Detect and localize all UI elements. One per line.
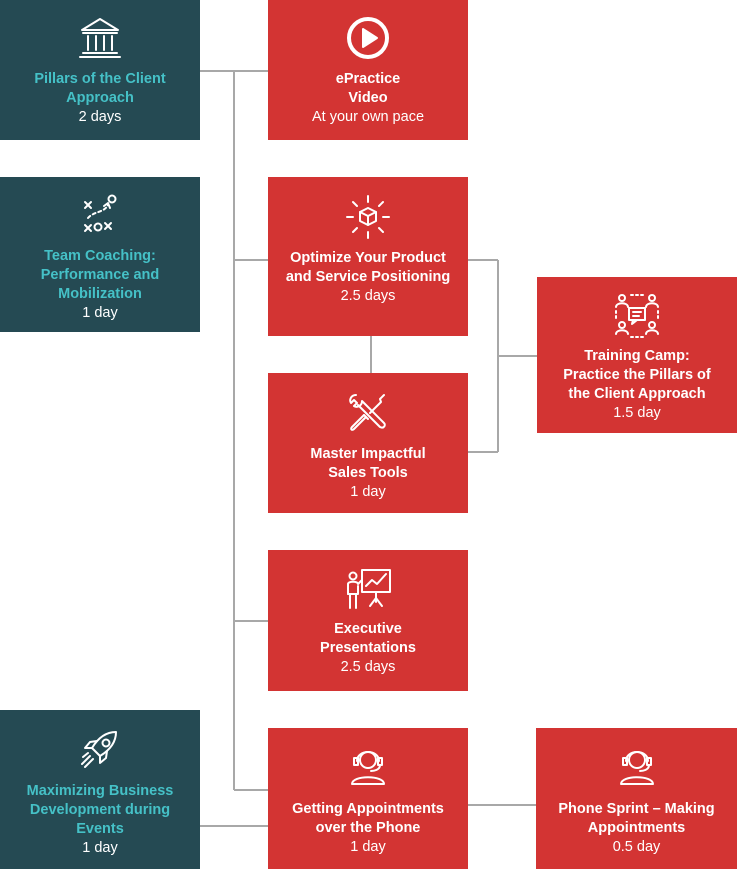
box-master-sales-tools: Master Impactful Sales Tools 1 day [268,373,468,513]
box-duration: 2 days [78,109,122,125]
box-duration: 0.5 day [612,839,661,855]
box-duration: 1 day [82,840,118,856]
box-duration: 2.5 days [340,659,396,675]
box-title: Optimize Your Product and Service Positi… [285,250,451,285]
box-pillars-of-client-approach: Pillars of the Client Approach 2 days [0,0,200,140]
tools-icon [349,394,386,431]
box-title: Maximizing Business Development during E… [26,783,174,837]
box-duration: 1 day [82,305,118,321]
box-title: Team Coaching: Performance and Mobilizat… [40,248,160,302]
box-title: ePractice Video [335,71,401,106]
presenter-icon [347,569,391,609]
box-title: Phone Sprint – Making Appointments [558,801,715,836]
box-optimize-positioning: Optimize Your Product and Service Positi… [268,177,468,336]
box-duration: 2.5 days [340,288,396,304]
box-duration: 1 day [350,839,386,855]
box-duration: 1.5 day [613,405,661,421]
play-button-icon [347,17,389,59]
headset-agent-icon [351,751,385,785]
box-title: Master Impactful Sales Tools [310,446,426,481]
box-phone-sprint: Phone Sprint – Making Appointments 0.5 d… [536,728,737,869]
box-executive-presentations: Executive Presentations 2.5 days [268,550,468,691]
box-title: Training Camp: Practice the Pillars of t… [563,348,711,402]
box-maximizing-business-development: Maximizing Business Development during E… [0,710,200,869]
box-duration: At your own pace [311,109,425,125]
box-title: Executive Presentations [320,621,416,656]
box-getting-appointments: Getting Appointments over the Phone 1 da… [268,728,468,869]
box-title: Getting Appointments over the Phone [292,801,444,836]
box-duration: 1 day [350,484,386,500]
headset-agent-icon [619,751,654,785]
building-columns-icon [79,18,121,58]
rocket-icon [81,731,117,768]
box-title: Pillars of the Client Approach [34,71,166,106]
play-strategy-icon [84,194,117,232]
box-team-coaching: Team Coaching: Performance and Mobilizat… [0,177,200,332]
box-training-camp: Training Camp: Practice the Pillars of t… [537,277,737,433]
box-epractice-video: ePractice Video At your own pace [268,0,468,140]
product-box-icon [346,195,390,239]
group-discussion-icon [615,294,659,338]
